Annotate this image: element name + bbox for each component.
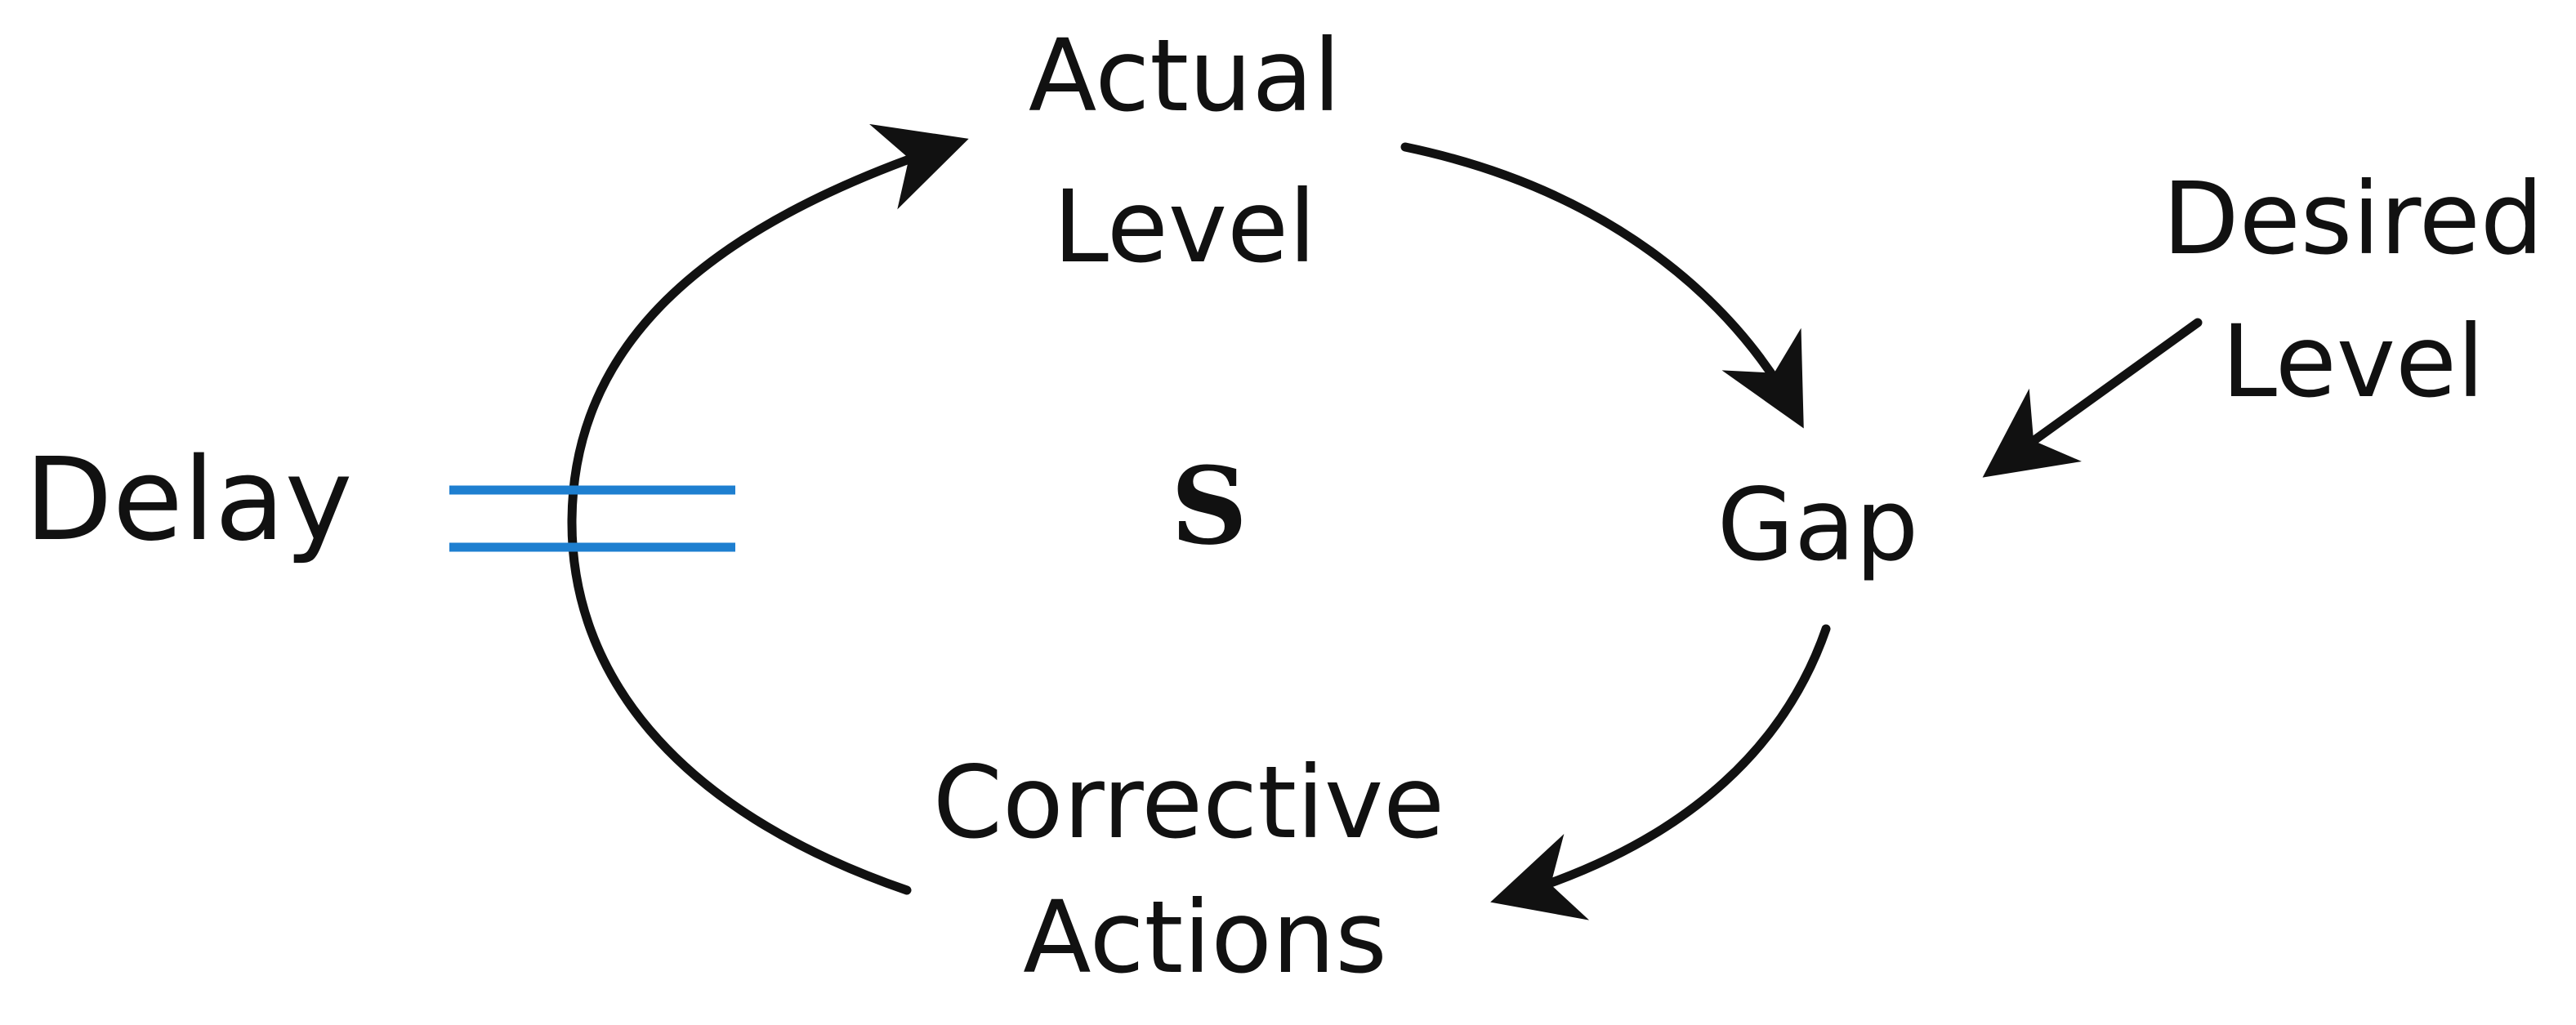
- loop-polarity-label: S: [1171, 443, 1248, 568]
- corrective-actions-label-line1: Corrective: [933, 745, 1444, 861]
- desired-level-label-line1: Desired: [2163, 161, 2543, 277]
- arrow-gap-to-corrective: [1490, 624, 1831, 920]
- actual-level-label-line2: Level: [1053, 169, 1316, 285]
- arrow-actual-to-gap: [1400, 142, 1804, 429]
- desired-level-label-line2: Level: [2221, 304, 2484, 420]
- gap-label: Gap: [1717, 467, 1919, 583]
- arrow-corrective-to-actual: [567, 123, 969, 895]
- arrow-desired-to-gap: [1982, 318, 2203, 478]
- delay-label: Delay: [25, 434, 352, 567]
- corrective-actions-label-line2: Actions: [1023, 880, 1387, 996]
- actual-level-label-line1: Actual: [1029, 18, 1341, 134]
